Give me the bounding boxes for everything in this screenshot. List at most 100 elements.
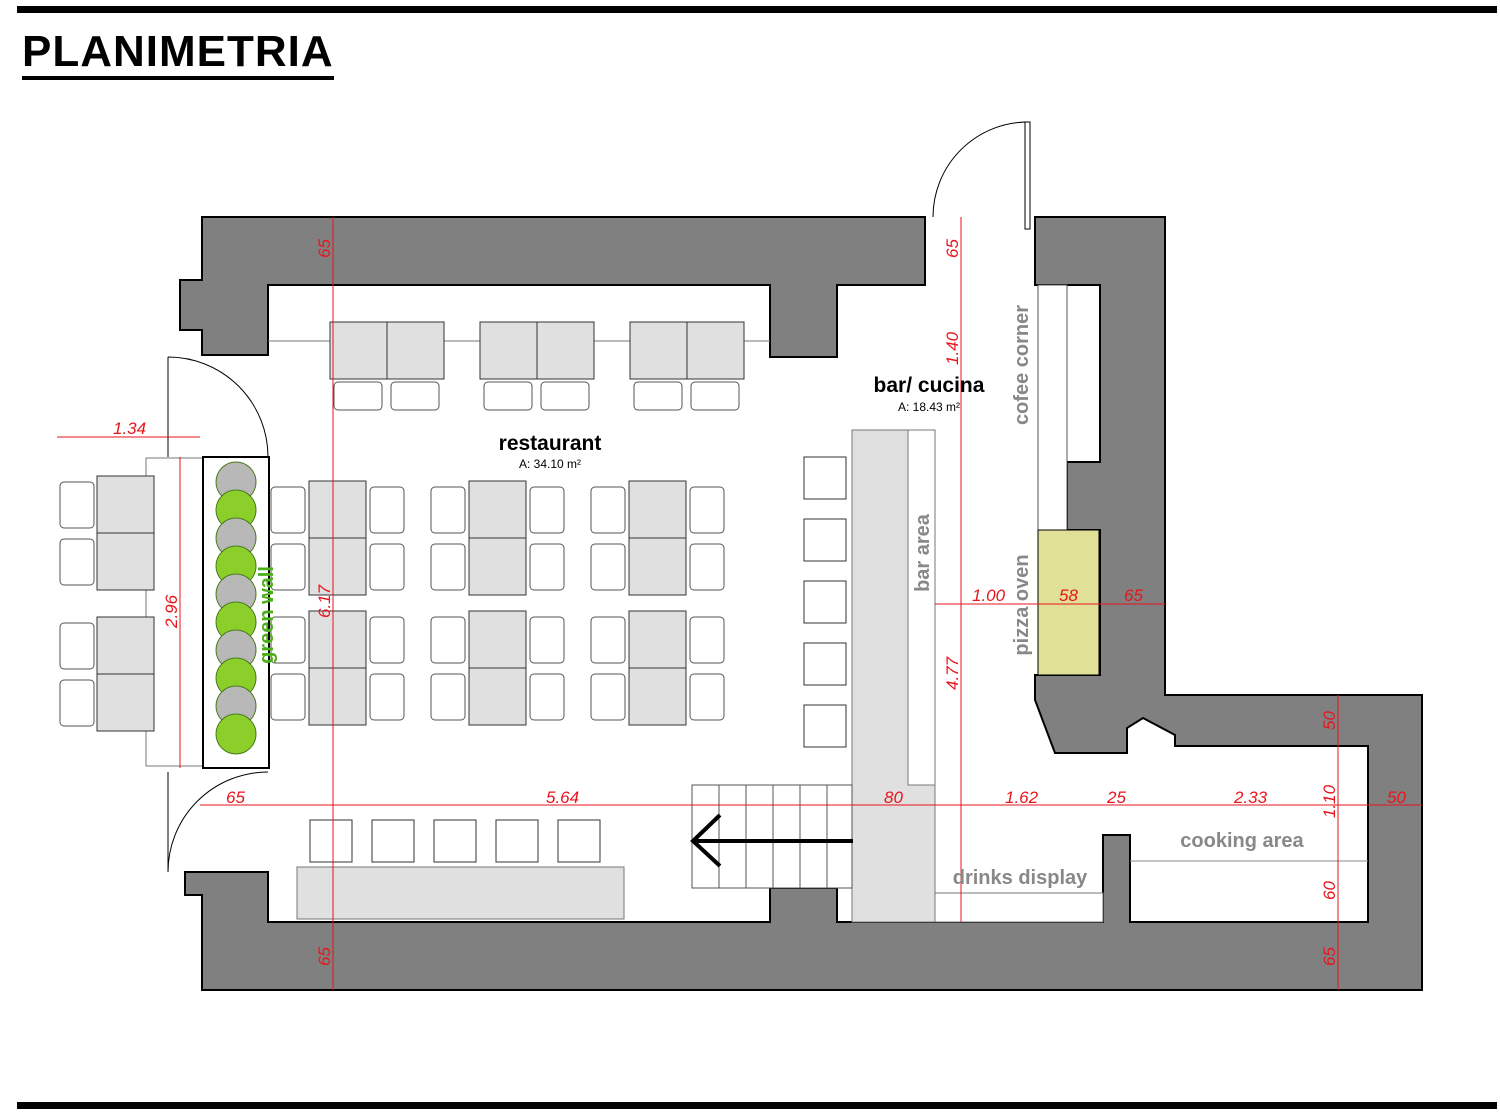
dim-bottom-wall-left: 65 [315, 947, 334, 966]
bar-stool [803, 642, 847, 686]
furniture [59, 321, 847, 863]
chair [270, 673, 306, 721]
table [308, 480, 367, 539]
counter-stool [557, 819, 601, 863]
table [468, 480, 527, 539]
bar-stool [803, 456, 847, 500]
chair [270, 486, 306, 534]
dim-kitchen-depth: 1.10 [1320, 784, 1339, 818]
chair [59, 481, 95, 529]
table [468, 537, 527, 596]
dim-door-offset: 65 [226, 788, 245, 807]
dim-room-depth: 6.17 [315, 584, 334, 618]
label-pizza-oven: pizza oven [1011, 554, 1033, 655]
dimension-lines [57, 217, 1422, 990]
chair [529, 543, 565, 591]
counter-stool [309, 819, 353, 863]
room-name-restaurant: restaurant [499, 432, 602, 455]
dim-top-wall-left: 65 [315, 239, 334, 258]
door-left-top [167, 356, 269, 458]
table [686, 321, 745, 380]
door-left-bottom [167, 771, 269, 873]
dim-cooking-length: 2.33 [1233, 788, 1268, 807]
dim-kitchen-wall-top: 50 [1320, 711, 1339, 730]
pizza-oven [1037, 529, 1100, 676]
dim-end-wall: 50 [1387, 788, 1406, 807]
bar-stool [803, 580, 847, 624]
cofee-corner-counter [1037, 284, 1068, 531]
chair [369, 673, 405, 721]
chair [690, 381, 740, 411]
table [628, 610, 687, 669]
chair [529, 616, 565, 664]
counter-stool [433, 819, 477, 863]
bar-back-shelf [907, 429, 936, 786]
label-drinks-display: drinks display [953, 867, 1088, 889]
chair [483, 381, 533, 411]
table [479, 321, 538, 380]
chair [430, 616, 466, 664]
wall-top-left [179, 216, 926, 358]
chair [590, 673, 626, 721]
dim-counter-depth: 60 [1320, 881, 1339, 900]
dim-restaurant-length: 5.64 [546, 788, 579, 807]
bottom-border [17, 1102, 1497, 1109]
walls [179, 216, 1423, 991]
room-name-bar: bar/ cucina [874, 374, 985, 397]
chair [333, 381, 383, 411]
top-border [17, 6, 1497, 13]
table [628, 537, 687, 596]
chair [430, 673, 466, 721]
stairs [691, 784, 853, 889]
chair [430, 543, 466, 591]
table [468, 610, 527, 669]
table [629, 321, 688, 380]
chair [390, 381, 440, 411]
label-cooking-area: cooking area [1180, 830, 1304, 852]
table [308, 667, 367, 726]
stairs-outline [691, 784, 853, 889]
chair [59, 538, 95, 586]
bar-stool [803, 518, 847, 562]
chair [59, 622, 95, 670]
table [308, 610, 367, 669]
table [628, 480, 687, 539]
dim-ext-width: 1.34 [113, 419, 146, 438]
plant-icon [215, 713, 257, 755]
chair [633, 381, 683, 411]
page-title: PLANIMETRIA [22, 30, 334, 80]
dim-oven-wall: 65 [1124, 586, 1143, 605]
chair [689, 486, 725, 534]
chair [369, 543, 405, 591]
label-green-wall: green wall [256, 566, 278, 664]
bottom-counter [296, 866, 625, 920]
door-top [932, 121, 1031, 230]
table [308, 537, 367, 596]
table [386, 321, 445, 380]
table [96, 475, 155, 534]
drinks-display [934, 892, 1104, 923]
dim-drinks-length: 1.62 [1005, 788, 1039, 807]
counter-stool [495, 819, 539, 863]
table [628, 667, 687, 726]
label-cofee-corner: cofee corner [1011, 305, 1033, 425]
chair [590, 543, 626, 591]
dim-bar-width: 80 [884, 788, 903, 807]
label-bar-area: bar area [912, 513, 934, 592]
dim-oven-gap: 1.00 [972, 586, 1006, 605]
room-area-restaurant: A: 34.10 m² [519, 457, 581, 471]
chair [529, 486, 565, 534]
chair [270, 616, 306, 664]
chair [430, 486, 466, 534]
wall-right-bottom [184, 216, 1423, 991]
table [96, 532, 155, 591]
dim-bottom-wall-right: 65 [1320, 947, 1339, 966]
chair [689, 673, 725, 721]
bar-stool [803, 704, 847, 748]
chair [689, 616, 725, 664]
room-area-bar: A: 18.43 m² [898, 400, 960, 414]
dim-ext-length: 2.96 [162, 594, 181, 629]
table [329, 321, 388, 380]
dim-oven-width: 58 [1059, 586, 1078, 605]
